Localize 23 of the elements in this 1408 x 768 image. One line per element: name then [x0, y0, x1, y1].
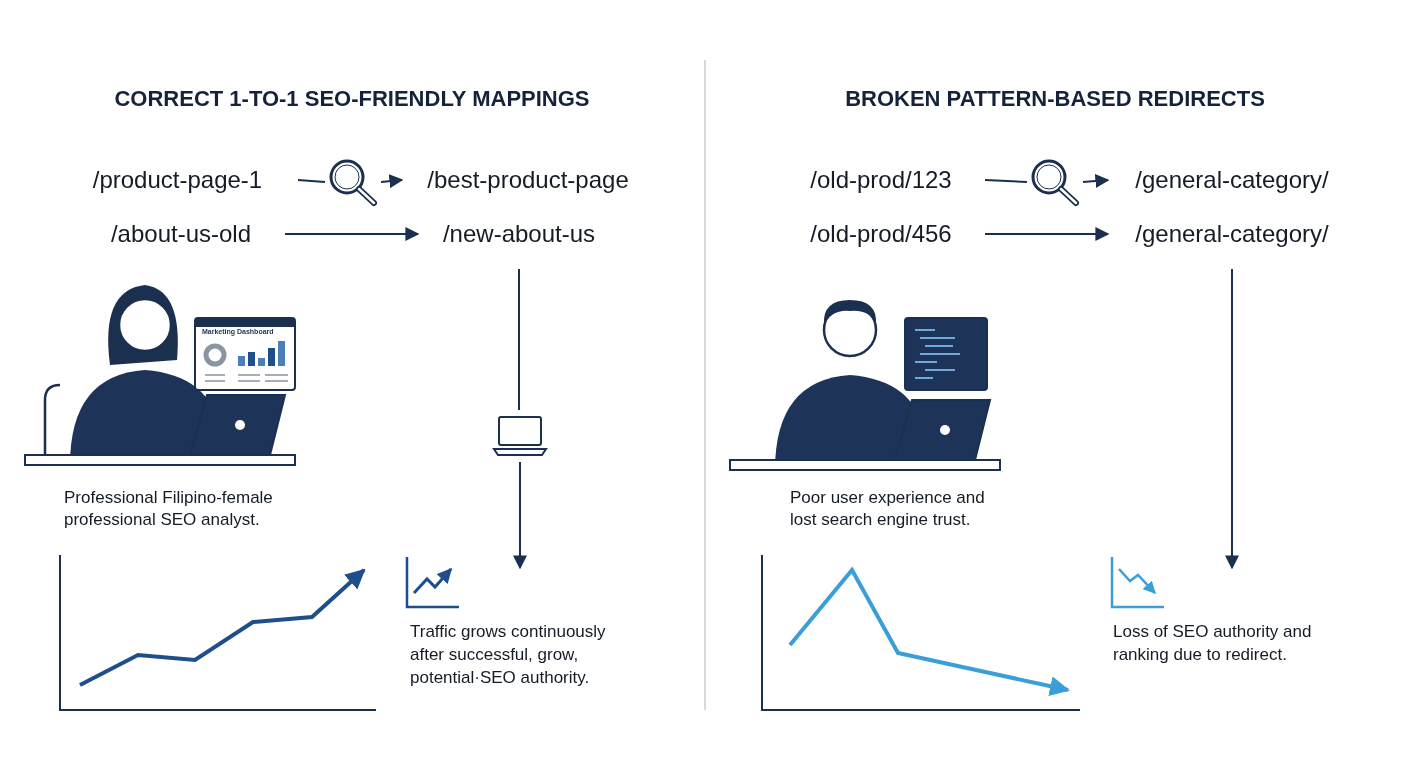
section-heading: BROKEN PATTERN-BASED REDIRECTS	[844, 86, 1266, 112]
url-path-text: /best-product-page	[412, 165, 644, 195]
url-path-text: /about-us-old	[95, 219, 267, 249]
caption-text: Professional Filipino-female professional SEO analyst.	[64, 487, 274, 531]
section-heading: CORRECT 1-TO-1 SEO-FRIENDLY MAPPINGS	[113, 86, 591, 112]
arrow	[380, 174, 404, 189]
connector-line	[984, 179, 1028, 183]
description-text: Traffic grows continuously after successful, grow, potential·SEO authority.	[410, 621, 607, 689]
arrow	[284, 227, 420, 241]
url-path-text: /general-category/	[1118, 165, 1346, 195]
arrow	[513, 461, 527, 570]
url-path-text: /new-about-us	[428, 219, 610, 249]
arrow	[1225, 268, 1239, 570]
caption-text: Poor user experience and lost search engine trust.	[790, 487, 986, 531]
url-path-text: /old-prod/123	[795, 165, 967, 195]
url-path-text: /general-category/	[1118, 219, 1346, 249]
description-text: Loss of SEO authority and ranking due to redirect.	[1113, 621, 1313, 666]
url-path-text: /old-prod/456	[795, 219, 967, 249]
connector-line	[297, 179, 326, 183]
connector-line	[518, 268, 520, 411]
url-path-text: /product-page-1	[75, 165, 280, 195]
arrow	[1082, 174, 1110, 188]
arrow	[984, 227, 1110, 241]
